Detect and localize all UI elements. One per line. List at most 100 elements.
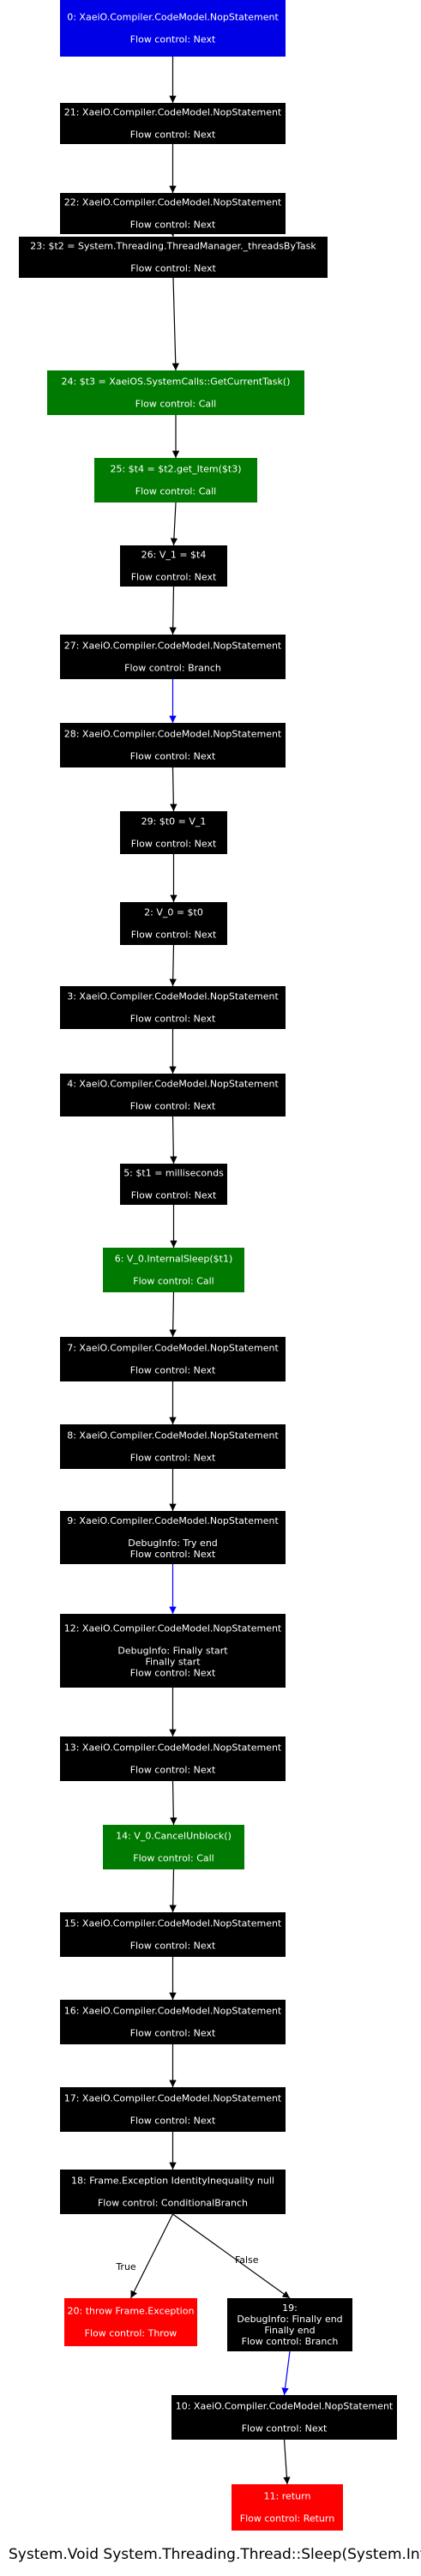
node-line: Flow control: ConditionalBranch xyxy=(98,2198,248,2209)
node-line: 25: $t4 = $t2.get_Item($t3) xyxy=(110,464,241,475)
node-box xyxy=(94,458,257,503)
node-line: Finally end xyxy=(264,2325,315,2336)
node-line: 18: Frame.Exception IdentityInequality n… xyxy=(71,2176,274,2187)
node-3: 3: XaeiO.Compiler.CodeModel.NopStatement… xyxy=(60,986,286,1029)
node-box xyxy=(60,1337,286,1381)
edge-14-to-15 xyxy=(169,1869,177,1913)
node-line: Flow control: Call xyxy=(133,1276,214,1287)
node-line: 23: $t2 = System.Threading.ThreadManager… xyxy=(30,241,316,252)
edge-28-to-29 xyxy=(170,767,177,812)
node-line: 6: V_0.InternalSleep($t1) xyxy=(115,1254,233,1265)
node-box xyxy=(232,2484,343,2531)
node-box xyxy=(60,723,286,767)
node-line: 17: XaeiO.Compiler.CodeModel.NopStatemen… xyxy=(64,2093,282,2104)
edges-layer: True False xyxy=(115,57,291,2485)
node-line: Flow control: Throw xyxy=(85,2328,177,2339)
node-line: Flow control: Next xyxy=(130,1101,216,1112)
nodes-layer: 0: XaeiO.Compiler.CodeModel.NopStatement… xyxy=(19,0,397,2531)
node-6: 6: V_0.InternalSleep($t1) Flow control: C… xyxy=(103,1248,244,1292)
node-box xyxy=(60,1424,286,1469)
node-box xyxy=(171,2395,397,2440)
node-box xyxy=(103,1825,244,1869)
edge-line xyxy=(172,2213,291,2299)
node-line: Flow control: Next xyxy=(130,1765,216,1776)
node-9: 9: XaeiO.Compiler.CodeModel.NopStatement… xyxy=(60,1511,286,1564)
node-line: DebugInfo: Finally start xyxy=(117,1646,228,1657)
edge-line xyxy=(169,944,177,987)
node-box xyxy=(120,1164,227,1205)
node-12: 12: XaeiO.Compiler.CodeModel.NopStatemen… xyxy=(60,1614,286,1688)
edge-line xyxy=(168,229,176,238)
node-25: 25: $t4 = $t2.get_Item($t3)Flow control:… xyxy=(94,458,257,503)
node-box xyxy=(60,103,286,144)
node-line: Flow control: Call xyxy=(135,399,216,410)
node-line: Flow control: Next xyxy=(130,751,216,762)
node-box xyxy=(60,1736,286,1781)
node-line: Flow control: Next xyxy=(130,1453,216,1464)
edge-label: False xyxy=(235,2254,259,2266)
edge-line xyxy=(170,502,178,546)
node-box xyxy=(120,811,227,854)
node-box xyxy=(120,545,227,587)
node-line: 20: throw Frame.Exception xyxy=(68,2306,195,2317)
node-box xyxy=(60,1074,286,1116)
edge-2-to-3 xyxy=(169,944,177,987)
edge-line xyxy=(170,1780,177,1826)
edge-10-to-11 xyxy=(283,2439,291,2485)
node-0: 0: XaeiO.Compiler.CodeModel.NopStatement… xyxy=(60,0,286,57)
node-line: Flow control: Next xyxy=(130,2116,216,2127)
edge-line xyxy=(171,277,179,371)
node-line: Flow control: Next xyxy=(130,2028,216,2039)
node-box xyxy=(60,1511,286,1564)
node-line: Flow control: Branch xyxy=(124,663,221,674)
node-box xyxy=(60,635,286,679)
edge-line xyxy=(281,2350,291,2396)
edge-23-to-24 xyxy=(171,277,179,371)
node-4: 4: XaeiO.Compiler.CodeModel.NopStatement… xyxy=(60,1074,286,1116)
node-box xyxy=(60,986,286,1029)
node-line: DebugInfo: Finally end xyxy=(237,2314,342,2325)
node-line: 8: XaeiO.Compiler.CodeModel.NopStatement xyxy=(67,1430,279,1441)
edge-line xyxy=(170,767,177,812)
edge-19-to-10 xyxy=(281,2350,291,2396)
node-7: 7: XaeiO.Compiler.CodeModel.NopStatement… xyxy=(60,1337,286,1381)
node-box xyxy=(227,2298,352,2351)
node-line: Flow control: Next xyxy=(130,129,216,141)
node-box xyxy=(60,0,286,57)
node-box xyxy=(60,193,286,234)
node-14: 14: V_0.CancelUnblock()Flow control: Cal… xyxy=(103,1825,244,1869)
node-box xyxy=(60,2087,286,2132)
node-line: Flow control: Branch xyxy=(242,2336,339,2347)
node-27: 27: XaeiO.Compiler.CodeModel.NopStatemen… xyxy=(60,635,286,679)
edge-25-to-26 xyxy=(170,502,178,546)
node-line: Flow control: Next xyxy=(130,220,216,231)
node-21: 21: XaeiO.Compiler.CodeModel.NopStatemen… xyxy=(60,103,286,144)
node-line: Flow control: Next xyxy=(131,930,217,941)
node-box xyxy=(60,1912,286,1957)
node-line: Flow control: Next xyxy=(130,1941,216,1952)
edge-4-to-5 xyxy=(170,1116,177,1165)
node-line: 15: XaeiO.Compiler.CodeModel.NopStatemen… xyxy=(64,1918,282,1929)
node-24: 24: $t3 = XaeiOS.SystemCalls::GetCurrent… xyxy=(47,370,304,415)
node-line: Flow control: Return xyxy=(240,2513,334,2525)
node-line: 22: XaeiO.Compiler.CodeModel.NopStatemen… xyxy=(64,197,282,208)
node-line: Flow control: Next xyxy=(131,1190,217,1201)
node-line: 4: XaeiO.Compiler.CodeModel.NopStatement xyxy=(67,1079,279,1090)
edge-18-to-20: True xyxy=(115,2213,174,2299)
node-line: Flow control: Next xyxy=(130,1014,216,1025)
node-line: 26: V_1 = $t4 xyxy=(141,550,207,561)
node-line: 24: $t3 = XaeiOS.SystemCalls::GetCurrent… xyxy=(62,376,291,388)
node-line: Flow control: Call xyxy=(133,1853,214,1864)
node-box xyxy=(47,370,304,415)
edge-line xyxy=(283,2439,291,2485)
node-line: 12: XaeiO.Compiler.CodeModel.NopStatemen… xyxy=(64,1623,282,1634)
edge-22-to-23 xyxy=(168,229,176,238)
edge-line xyxy=(169,1291,177,1338)
node-line: Flow control: Next xyxy=(131,572,217,583)
edge-26-to-27 xyxy=(169,586,177,635)
node-line: 3: XaeiO.Compiler.CodeModel.NopStatement xyxy=(67,991,279,1002)
